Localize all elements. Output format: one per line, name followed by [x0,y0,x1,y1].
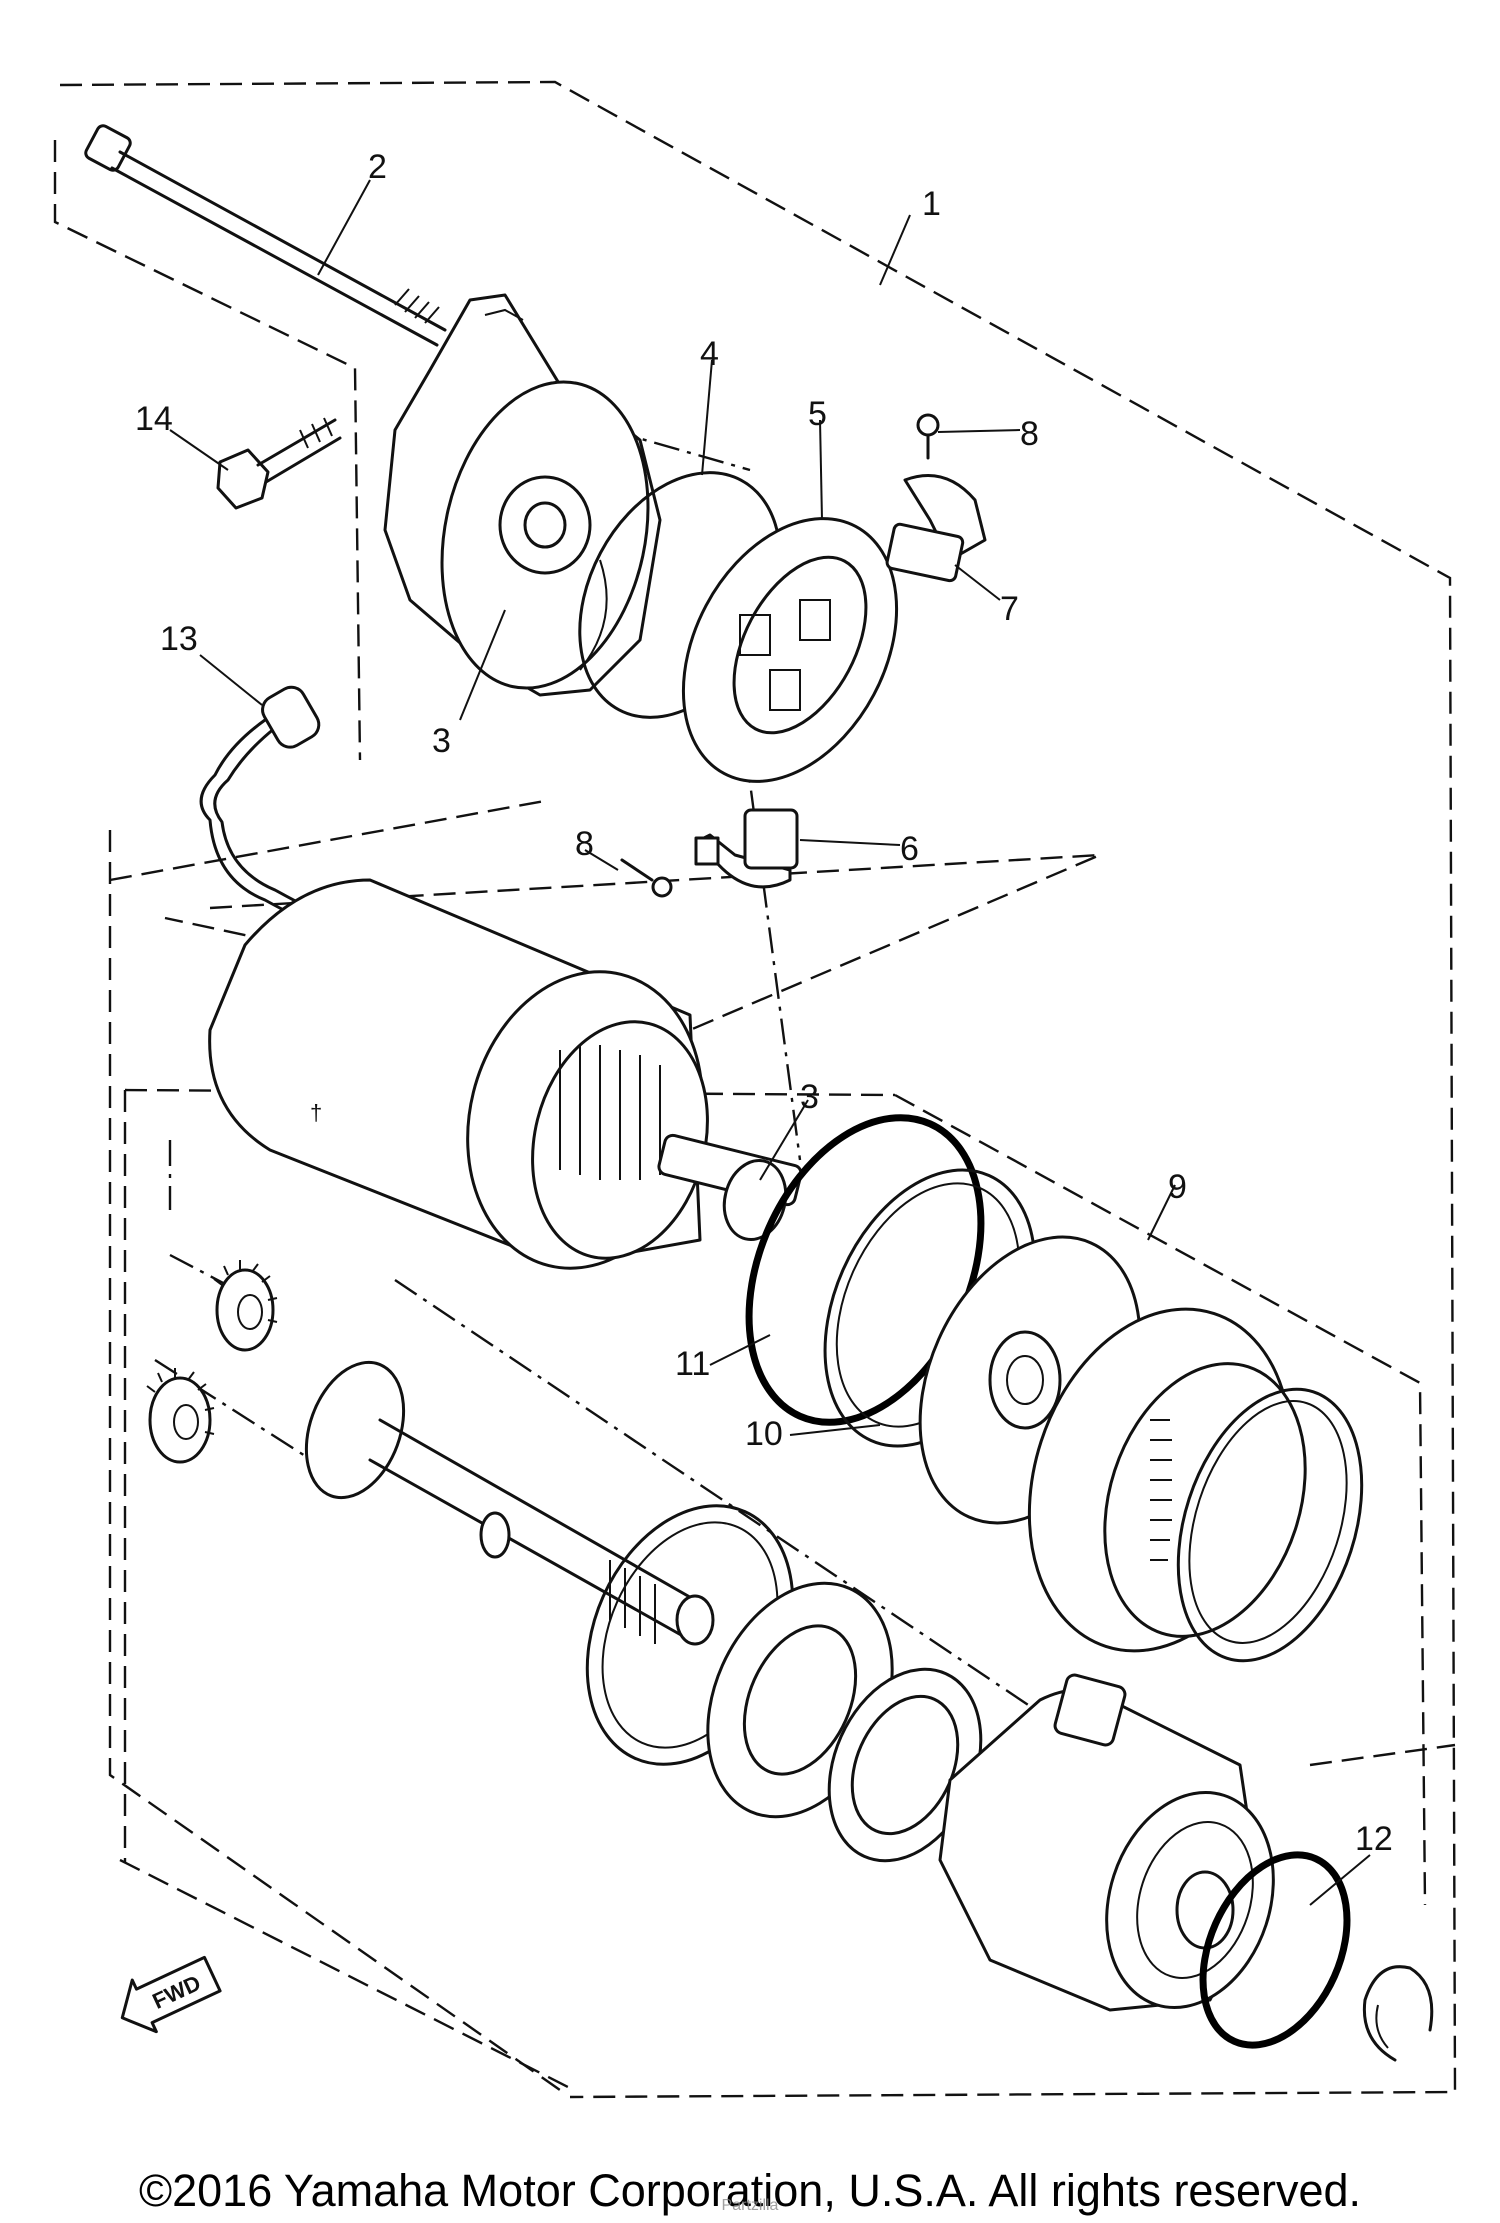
through-bolt [84,124,447,347]
callout-6: 6 [900,830,919,868]
brush-holder-7 [885,474,987,583]
screw-8-upper [916,413,940,460]
callout-4: 4 [700,335,719,373]
callout-1: 1 [922,185,941,223]
callout-8-upper: 8 [1020,415,1039,453]
pinion-gear-upper [213,1260,278,1352]
callout-11: 11 [675,1345,710,1383]
copyright-notice: ©2016 Yamaha Motor Corporation, U.S.A. A… [138,2165,1362,2216]
callout-12: 12 [1355,1820,1393,1858]
fwd-arrow: FWD [120,1955,222,2034]
callout-3-upper: 3 [800,1078,819,1116]
callout-10: 10 [745,1415,783,1453]
rear-end-cover [383,293,662,697]
leader-lines [169,179,1371,1906]
watermark-text: Partzilla [721,2197,779,2214]
armature-shaft [304,1360,715,1646]
front-end-cover [938,1673,1275,2012]
pinion-gear-lower [146,1368,215,1464]
callout-9: 9 [1168,1168,1187,1206]
callout-7: 7 [1000,590,1019,628]
callout-13: 13 [160,620,198,658]
assembly-outline-1 [53,80,1457,2099]
circlip [1362,1965,1434,2062]
callout-14: 14 [135,400,173,438]
callouts: 1 2 3 3 4 5 6 7 8 8 9 10 11 12 13 14 [135,148,1393,1858]
screw-8-lower [620,858,673,898]
yoke-housing: † [208,878,803,1270]
brush-6 [694,808,799,889]
callout-3-lower: 3 [432,722,451,760]
callout-8-lower: 8 [575,825,594,863]
svg-text:†: † [310,1100,322,1125]
callout-2: 2 [368,148,387,186]
callout-5: 5 [808,395,827,433]
one-way-clutch [1027,1307,1364,1663]
o-ring-12 [1199,1851,1351,2049]
mounting-bolt [216,417,342,510]
brush-plate [681,517,899,783]
